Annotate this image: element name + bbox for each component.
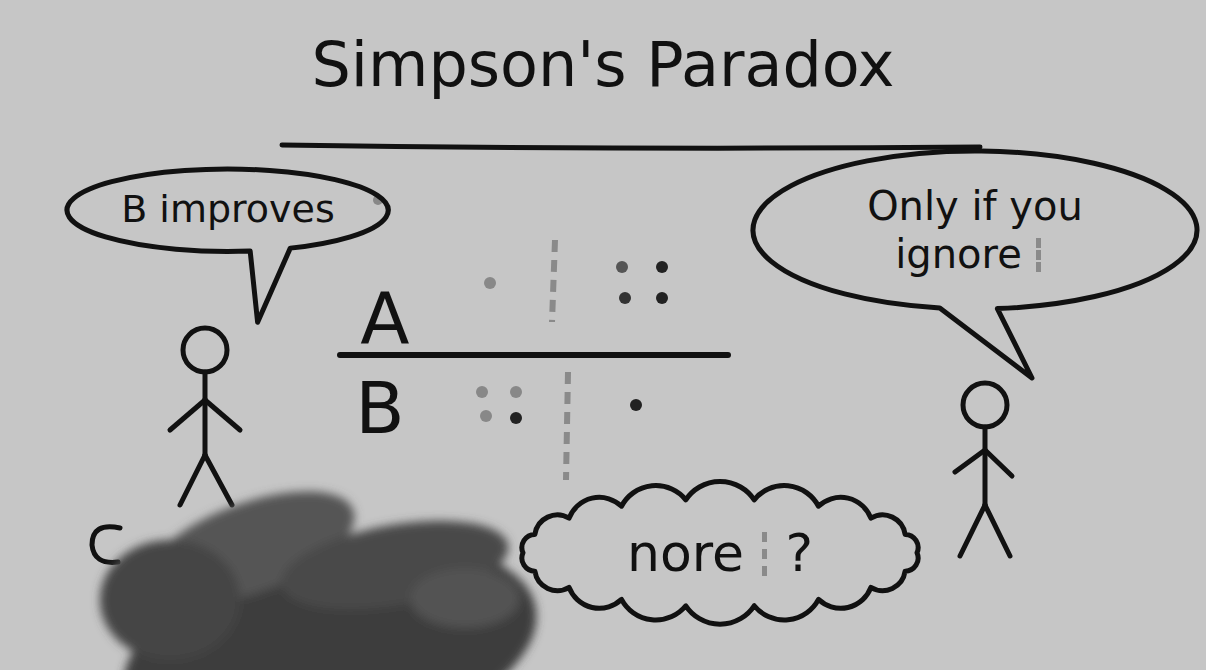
bubble-text: B improves xyxy=(121,187,335,233)
dark-dot xyxy=(656,261,668,273)
bubble-text: ? xyxy=(785,523,813,583)
bubble-text: B improves xyxy=(121,187,335,231)
partial-stroke xyxy=(92,527,120,563)
dark-dot xyxy=(619,292,631,304)
bubble-outline xyxy=(67,169,388,322)
speech-bubble: Only if you ignore xyxy=(750,148,1200,312)
bubble-text: Only if you ignore xyxy=(825,182,1125,278)
dark-dot xyxy=(656,292,668,304)
title-underline xyxy=(282,145,980,148)
grey-dot xyxy=(480,410,492,422)
dashed-divider xyxy=(1036,238,1041,272)
dashed-divider xyxy=(762,532,767,576)
grey-dot xyxy=(510,386,522,398)
speech-bubble: nore? xyxy=(520,496,920,610)
dark-dot xyxy=(630,399,642,411)
row-label: A xyxy=(360,282,409,354)
hand xyxy=(100,468,556,670)
dark-dot xyxy=(616,261,628,273)
bubble-outline xyxy=(753,151,1197,378)
stick-figure xyxy=(955,383,1012,556)
bubble-outline xyxy=(750,148,1200,312)
title: Simpson's Paradox xyxy=(0,28,1206,101)
bubble-text: Only if you ignore xyxy=(867,183,1083,277)
dark-dot xyxy=(510,412,522,424)
row-label: B xyxy=(355,372,404,444)
speech-bubble: B improves xyxy=(64,166,391,254)
grey-dot xyxy=(484,277,496,289)
dashed-divider xyxy=(552,240,555,322)
bubble-text: nore? xyxy=(627,522,813,584)
dashed-divider xyxy=(566,372,568,480)
bubble-outline xyxy=(522,482,918,625)
grey-dot xyxy=(476,386,488,398)
stick-figure xyxy=(170,328,240,505)
bubble-text: nore xyxy=(627,523,744,583)
